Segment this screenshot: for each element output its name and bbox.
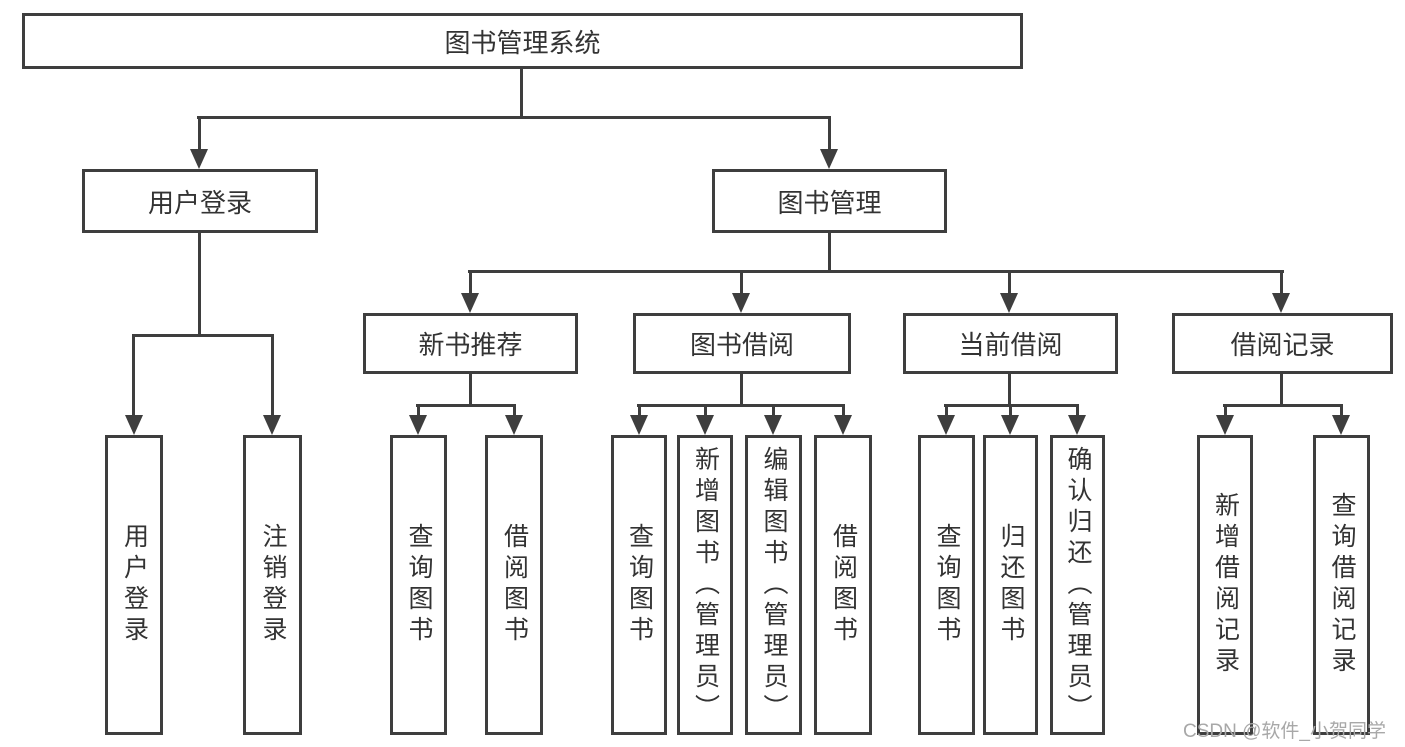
arrowhead-borrowing-edit-icon	[764, 415, 782, 435]
arrowhead-recommend-query-icon	[409, 415, 427, 435]
leaf-borrowing-borrow-books-label: 借阅图书	[829, 523, 858, 647]
leaf-current-return-books-label: 归还图书	[997, 523, 1025, 647]
arrowhead-records-query-icon	[1332, 415, 1350, 435]
connector-stem-records-add	[1224, 404, 1227, 415]
connector-stem-borrowing-add	[704, 404, 707, 415]
arrowhead-book-borrowing-icon	[732, 293, 750, 313]
node-root-system: 图书管理系统	[22, 13, 1023, 69]
arrowhead-leaf-user-login-icon	[125, 415, 143, 435]
connector-user-login-drop	[198, 233, 201, 336]
connector-l2-stem-current-borrowing	[1008, 270, 1011, 293]
leaf-borrowing-add-books-admin-label: 新增图书（管理员）	[691, 445, 720, 725]
leaf-records-query-record: 查询借阅记录	[1313, 435, 1370, 735]
arrowhead-leaf-logout-icon	[263, 415, 281, 435]
leaf-borrowing-edit-books-admin-label: 编辑图书（管理员）	[760, 445, 788, 725]
connector-l2-stem-new-book-recommend	[469, 270, 472, 293]
connector-user-login-bus	[132, 334, 274, 337]
arrowhead-current-confirm-icon	[1068, 415, 1086, 435]
connector-stem-borrowing-borrow	[842, 404, 845, 415]
arrowhead-current-borrowing-icon	[1000, 293, 1018, 313]
connector-stem-recommend-query	[417, 404, 420, 415]
connector-stem-borrowing-edit	[772, 404, 775, 415]
connector-book-management-drop	[828, 233, 831, 272]
leaf-records-add-record: 新增借阅记录	[1197, 435, 1253, 735]
csdn-watermark: CSDN @软件_小贺同学	[1183, 721, 1386, 742]
leaf-logout: 注销登录	[243, 435, 302, 735]
node-user-login: 用户登录	[82, 169, 318, 233]
node-book-borrowing-label: 图书借阅	[689, 330, 794, 360]
leaf-recommend-query-books: 查询图书	[390, 435, 447, 735]
arrowhead-borrowing-add-icon	[696, 415, 714, 435]
leaf-current-query-books: 查询图书	[918, 435, 975, 735]
connector-stem-current-confirm	[1076, 404, 1079, 415]
connector-stem-records-query	[1340, 404, 1343, 415]
arrowhead-current-return-icon	[1001, 415, 1019, 435]
connector-new-book-recommend-bus	[416, 404, 516, 407]
connector-stem-recommend-borrow	[513, 404, 516, 415]
arrowhead-records-add-icon	[1216, 415, 1234, 435]
leaf-borrowing-add-books-admin: 新增图书（管理员）	[677, 435, 733, 735]
connector-l1-bus	[197, 116, 831, 119]
leaf-current-confirm-return-admin-label: 确认归还（管理员）	[1064, 445, 1092, 725]
connector-l2-stem-borrow-records	[1280, 270, 1283, 293]
node-current-borrowing: 当前借阅	[903, 313, 1118, 374]
node-new-book-recommend: 新书推荐	[363, 313, 578, 374]
connector-stem-borrowing-query	[638, 404, 641, 415]
connector-l1-stem-user-login	[198, 116, 201, 149]
leaf-current-query-books-label: 查询图书	[933, 523, 961, 647]
leaf-user-login-label: 用户登录	[120, 523, 149, 647]
node-borrow-records: 借阅记录	[1172, 313, 1393, 374]
arrowhead-new-book-recommend-icon	[461, 293, 479, 313]
leaf-recommend-borrow-books: 借阅图书	[485, 435, 543, 735]
leaf-user-login: 用户登录	[105, 435, 163, 735]
node-book-management-label: 图书管理	[777, 187, 882, 218]
leaf-borrowing-query-books-label: 查询图书	[625, 523, 654, 647]
connector-l1-stem-book-management	[828, 116, 831, 149]
connector-current-borrowing-drop	[1008, 374, 1011, 406]
arrowhead-recommend-borrow-icon	[505, 415, 523, 435]
leaf-recommend-borrow-books-label: 借阅图书	[500, 523, 529, 647]
leaf-borrowing-query-books: 查询图书	[611, 435, 667, 735]
leaf-current-return-books: 归还图书	[983, 435, 1038, 735]
node-new-book-recommend-label: 新书推荐	[418, 330, 523, 360]
connector-stem-leaf-user-login	[132, 334, 135, 415]
arrowhead-borrow-records-icon	[1272, 293, 1290, 313]
connector-book-borrowing-drop	[740, 374, 743, 406]
arrowhead-current-query-icon	[937, 415, 955, 435]
connector-new-book-recommend-drop	[469, 374, 472, 406]
connector-l2-bus	[468, 270, 1284, 273]
arrowhead-book-management-icon	[820, 149, 838, 169]
leaf-logout-label: 注销登录	[259, 523, 287, 647]
connector-book-borrowing-bus	[637, 404, 845, 407]
connector-l2-stem-book-borrowing	[740, 270, 743, 293]
connector-borrow-records-bus	[1223, 404, 1343, 407]
leaf-current-confirm-return-admin: 确认归还（管理员）	[1050, 435, 1105, 735]
connector-stem-current-query	[945, 404, 948, 415]
node-root-label: 图书管理系统	[444, 27, 601, 58]
node-book-management: 图书管理	[712, 169, 947, 233]
connector-root-drop	[520, 69, 523, 118]
leaf-recommend-query-books-label: 查询图书	[405, 523, 433, 647]
leaf-records-query-record-label: 查询借阅记录	[1328, 492, 1356, 678]
leaf-borrowing-borrow-books: 借阅图书	[814, 435, 872, 735]
leaf-borrowing-edit-books-admin: 编辑图书（管理员）	[745, 435, 802, 735]
node-borrow-records-label: 借阅记录	[1230, 330, 1335, 360]
arrowhead-user-login-icon	[190, 149, 208, 169]
node-current-borrowing-label: 当前借阅	[958, 330, 1063, 360]
connector-stem-leaf-logout	[271, 334, 274, 415]
connector-stem-current-return	[1009, 404, 1012, 415]
arrowhead-borrowing-query-icon	[630, 415, 648, 435]
node-user-login-label: 用户登录	[147, 187, 252, 218]
node-book-borrowing: 图书借阅	[633, 313, 851, 374]
leaf-records-add-record-label: 新增借阅记录	[1211, 492, 1240, 678]
arrowhead-borrowing-borrow-icon	[834, 415, 852, 435]
connector-borrow-records-drop	[1280, 374, 1283, 406]
